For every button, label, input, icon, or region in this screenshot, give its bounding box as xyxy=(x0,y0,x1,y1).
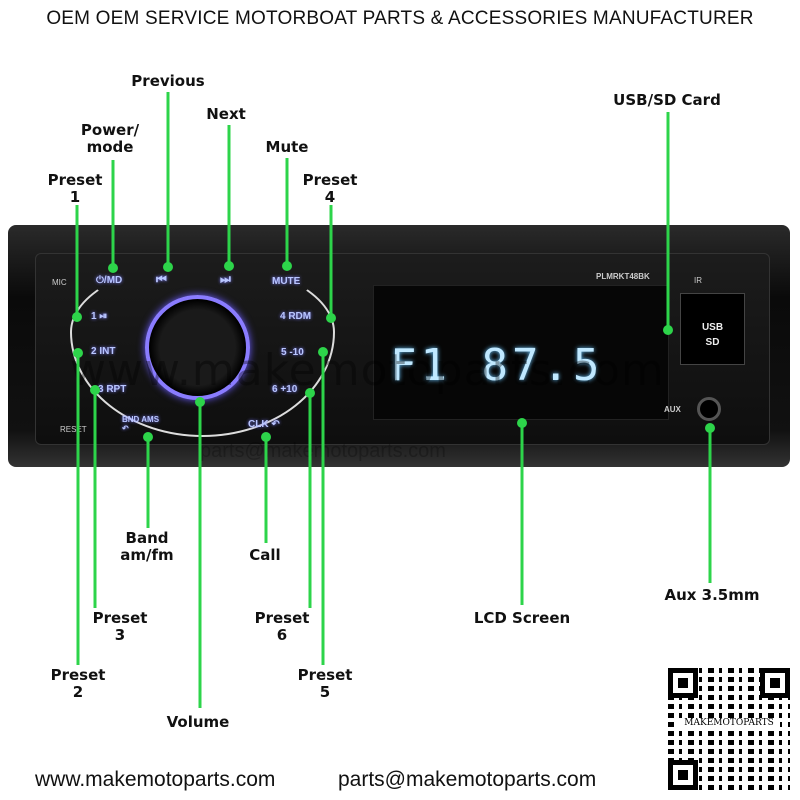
model-label: PLMRKT48BK xyxy=(596,272,650,281)
callout-dot xyxy=(326,313,336,323)
watermark-url: www.makemotoparts.com xyxy=(70,345,665,396)
call-button[interactable]: CLK ↶ xyxy=(248,419,280,430)
lcd-display-text: F1 87.5 xyxy=(390,340,604,391)
preset-5-button[interactable]: 5 -10 xyxy=(281,347,304,358)
callout-mute: Mute xyxy=(265,138,309,156)
callout-line xyxy=(227,125,231,266)
sd-label: SD xyxy=(705,337,720,348)
callout-dot xyxy=(73,348,83,358)
footer-website: www.makemotoparts.com xyxy=(35,768,276,791)
callout-line xyxy=(76,353,80,665)
callout-next: Next xyxy=(206,105,246,123)
callout-line xyxy=(111,160,115,268)
callout-line xyxy=(75,205,79,317)
lcd-screen xyxy=(373,285,669,420)
callout-aux: Aux 3.5mm xyxy=(664,586,760,604)
callout-dot xyxy=(705,423,715,433)
callout-preset-2: Preset 2 xyxy=(50,666,106,701)
callout-dot xyxy=(195,397,205,407)
qr-label: MAKEMOTOPARTS xyxy=(678,718,780,728)
callout-preset-1: Preset 1 xyxy=(47,171,103,206)
preset-6-button[interactable]: 6 +10 xyxy=(272,384,298,395)
callout-line xyxy=(93,390,97,608)
callout-usb-sd: USB/SD Card xyxy=(613,91,721,109)
callout-dot xyxy=(663,325,673,335)
callout-preset-3: Preset 3 xyxy=(92,609,148,644)
callout-preset-4: Preset 4 xyxy=(302,171,358,206)
band-button[interactable]: BND AMS ↶ xyxy=(122,415,160,433)
callout-line xyxy=(329,205,333,318)
aux-jack[interactable] xyxy=(697,397,721,421)
callout-line xyxy=(666,112,670,330)
usb-label: USB xyxy=(701,322,724,333)
mute-button[interactable]: MUTE xyxy=(272,276,301,287)
callout-line xyxy=(308,393,312,608)
next-button[interactable]: ⏭ xyxy=(220,272,231,286)
callout-line xyxy=(520,423,524,605)
qr-code xyxy=(668,668,790,790)
callout-dot xyxy=(224,261,234,271)
footer-email: parts@makemotoparts.com xyxy=(338,768,597,791)
callout-dot xyxy=(163,262,173,272)
callout-band: Band am/fm xyxy=(120,529,174,564)
callout-line xyxy=(285,158,289,266)
usb-sd-slot[interactable]: USB SD xyxy=(680,293,745,365)
callout-previous: Previous xyxy=(131,72,205,90)
callout-dot xyxy=(90,385,100,395)
reset-button[interactable]: RESET xyxy=(60,425,87,434)
callout-line xyxy=(708,428,712,583)
mic-label: MIC xyxy=(52,278,67,287)
preset-1-button[interactable]: 1 ⏯ xyxy=(91,311,108,322)
volume-knob[interactable] xyxy=(145,295,250,400)
callout-lcd-screen: LCD Screen xyxy=(473,609,571,627)
callout-line xyxy=(264,437,268,543)
callout-dot xyxy=(517,418,527,428)
callout-line xyxy=(146,437,150,528)
callout-dot xyxy=(143,432,153,442)
callout-dot xyxy=(72,312,82,322)
callout-dot xyxy=(318,347,328,357)
callout-dot xyxy=(261,432,271,442)
callout-call: Call xyxy=(249,546,281,564)
callout-power-mode: Power/ mode xyxy=(80,121,140,156)
callout-volume: Volume xyxy=(166,713,230,731)
callout-line xyxy=(321,352,325,665)
callout-line xyxy=(198,402,202,708)
preset-2-button[interactable]: 2 INT xyxy=(91,346,116,357)
preset-3-button[interactable]: 3 RPT xyxy=(98,384,127,395)
callout-line xyxy=(166,92,170,267)
ir-label: IR xyxy=(694,276,702,285)
callout-dot xyxy=(108,263,118,273)
preset-4-button[interactable]: 4 RDM xyxy=(280,311,312,322)
callout-dot xyxy=(282,261,292,271)
callout-preset-5: Preset 5 xyxy=(297,666,353,701)
page-title: OEM OEM SERVICE MOTORBOAT PARTS & ACCESS… xyxy=(46,8,754,29)
previous-button[interactable]: ⏮ xyxy=(156,272,167,286)
aux-label: AUX xyxy=(664,405,681,414)
callout-preset-6: Preset 6 xyxy=(254,609,310,644)
power-mode-button[interactable]: ⏻/MD xyxy=(96,275,123,286)
callout-dot xyxy=(305,388,315,398)
